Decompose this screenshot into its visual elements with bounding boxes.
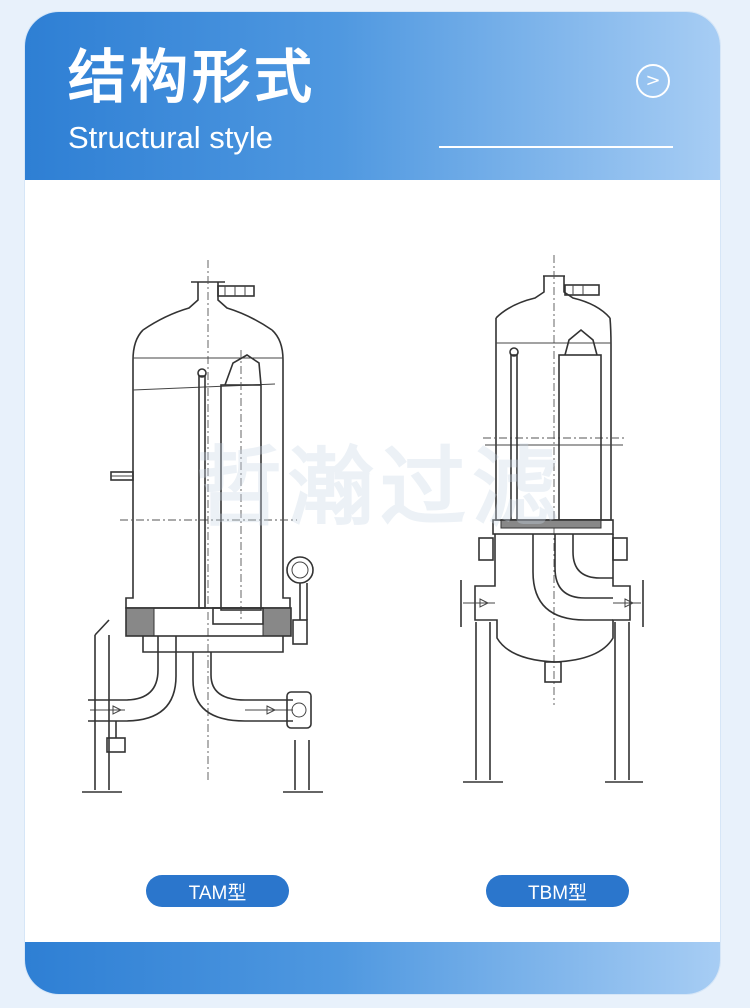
structure-drawings [82, 255, 644, 793]
tbm-drawing [460, 255, 644, 783]
tam-drawing [82, 260, 323, 793]
model-label-tbm: TBM型 [486, 875, 629, 907]
page-subtitle: Structural style [68, 120, 274, 155]
header-banner: 结构形式 Structural style > [25, 12, 720, 180]
chevron-right-circle-icon[interactable]: > [636, 64, 670, 98]
footer-banner [25, 942, 720, 994]
header-divider [439, 146, 673, 148]
model-label-tam: TAM型 [146, 875, 289, 907]
page-title: 结构形式 [68, 43, 317, 111]
page-frame: 结构形式 Structural style > [25, 12, 720, 994]
